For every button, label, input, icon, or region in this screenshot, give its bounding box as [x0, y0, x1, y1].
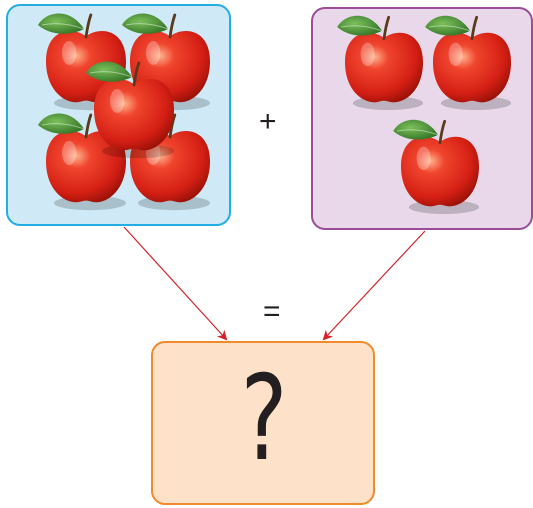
apple-icon	[337, 15, 424, 111]
apple-icon	[425, 15, 512, 111]
apple-icon	[393, 119, 480, 215]
result-box: ?	[151, 341, 375, 505]
apple-icon	[38, 113, 127, 211]
right-arrow	[322, 230, 426, 341]
question-mark: ?	[236, 349, 290, 487]
plus-sign: +	[259, 105, 277, 138]
apple-icon	[86, 61, 175, 159]
equals-sign: =	[263, 295, 281, 328]
left-arrow	[123, 226, 228, 341]
right-group-apples	[337, 15, 512, 215]
left-group-apples	[38, 13, 211, 211]
